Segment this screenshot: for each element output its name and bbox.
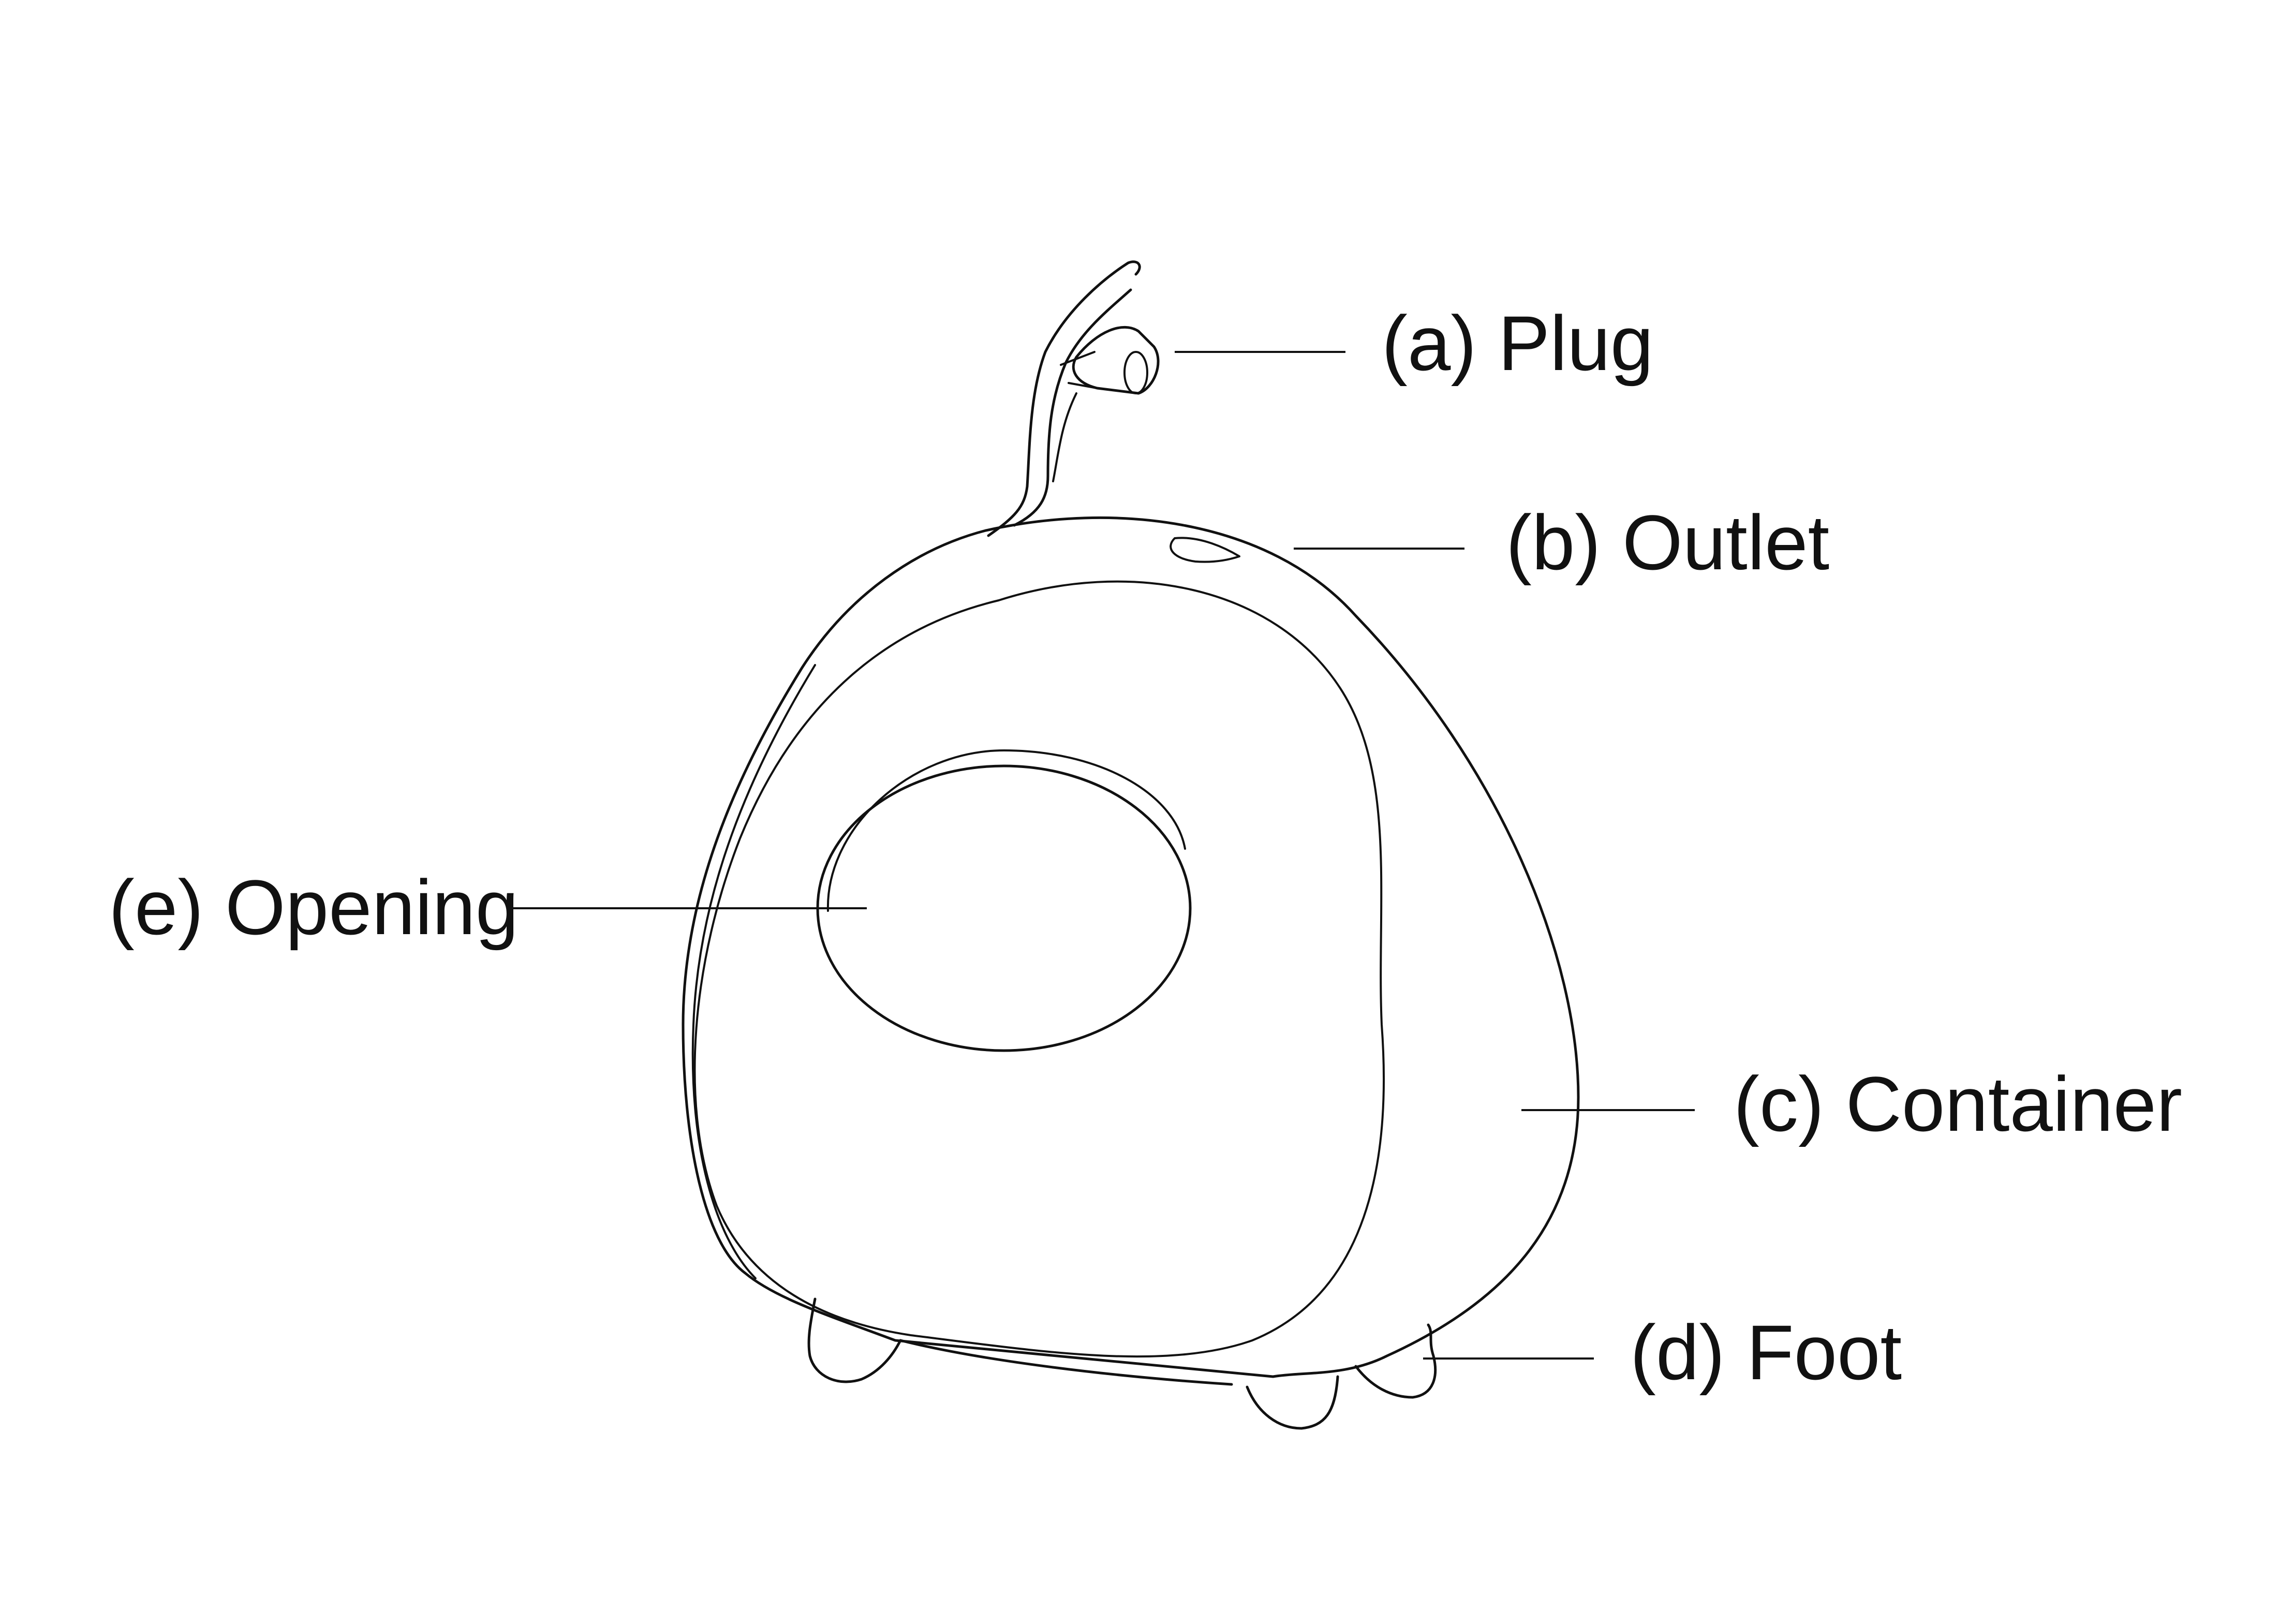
label-plug: (a) Plug bbox=[1382, 300, 1653, 387]
base-band bbox=[899, 1339, 1233, 1386]
container-outer-shell bbox=[682, 516, 1580, 1378]
label-container: (c) Container bbox=[1734, 1060, 2182, 1147]
container-shell-double-line bbox=[691, 664, 816, 1279]
foot-right bbox=[1354, 1323, 1437, 1399]
foot-front-left bbox=[807, 1297, 902, 1383]
leader-lines bbox=[512, 351, 1695, 1360]
plug-stem-back bbox=[1052, 392, 1077, 482]
plug-stem-inner bbox=[1013, 288, 1132, 527]
opening-inner-lip bbox=[826, 749, 1186, 912]
opening-outer bbox=[816, 764, 1192, 1052]
plug-head bbox=[1072, 326, 1160, 395]
plug-tip bbox=[1123, 351, 1148, 394]
plug bbox=[987, 260, 1160, 537]
label-outlet: (b) Outlet bbox=[1506, 499, 1829, 586]
device-illustration bbox=[682, 260, 1580, 1430]
labels: (a) Plug (b) Outlet (c) Container (d) Fo… bbox=[109, 300, 2182, 1396]
container-inner-rim bbox=[693, 580, 1385, 1358]
outlet-slot bbox=[1170, 537, 1240, 563]
label-opening: (e) Opening bbox=[109, 864, 519, 951]
plug-stem bbox=[987, 260, 1141, 537]
label-foot: (d) Foot bbox=[1630, 1309, 1902, 1396]
foot-front-middle bbox=[1246, 1375, 1339, 1430]
plug-collar bbox=[1060, 351, 1098, 389]
